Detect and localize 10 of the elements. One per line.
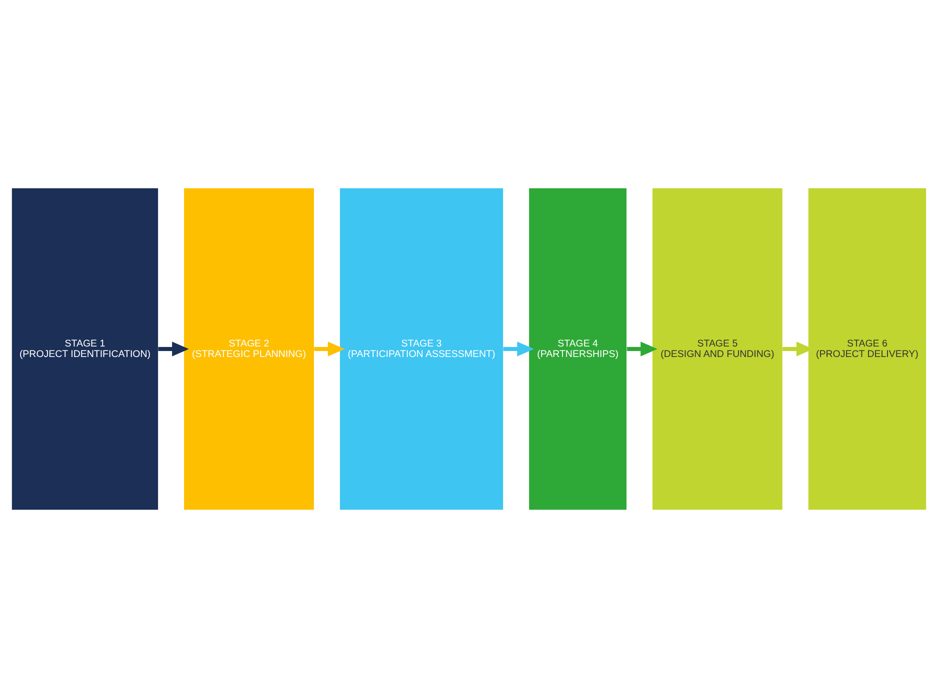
arrow (314, 342, 345, 356)
arrow (503, 342, 534, 356)
node-box: STAGE 3 (PARTICIPATION ASSESSMENT) (340, 188, 504, 510)
node-box: STAGE 2 (STRATEGIC PLANNING) (184, 188, 314, 510)
node-box: STAGE 4 (PARTNERSHIPS) (529, 188, 626, 510)
arrow (626, 342, 658, 356)
node-box: STAGE 5 (DESIGN AND FUNDING) (652, 188, 782, 510)
node-box: STAGE 1 (PROJECT IDENTIFICATION) (12, 188, 158, 510)
arrow (158, 342, 189, 356)
node-box: STAGE 6 (PROJECT DELIVERY) (808, 188, 926, 510)
